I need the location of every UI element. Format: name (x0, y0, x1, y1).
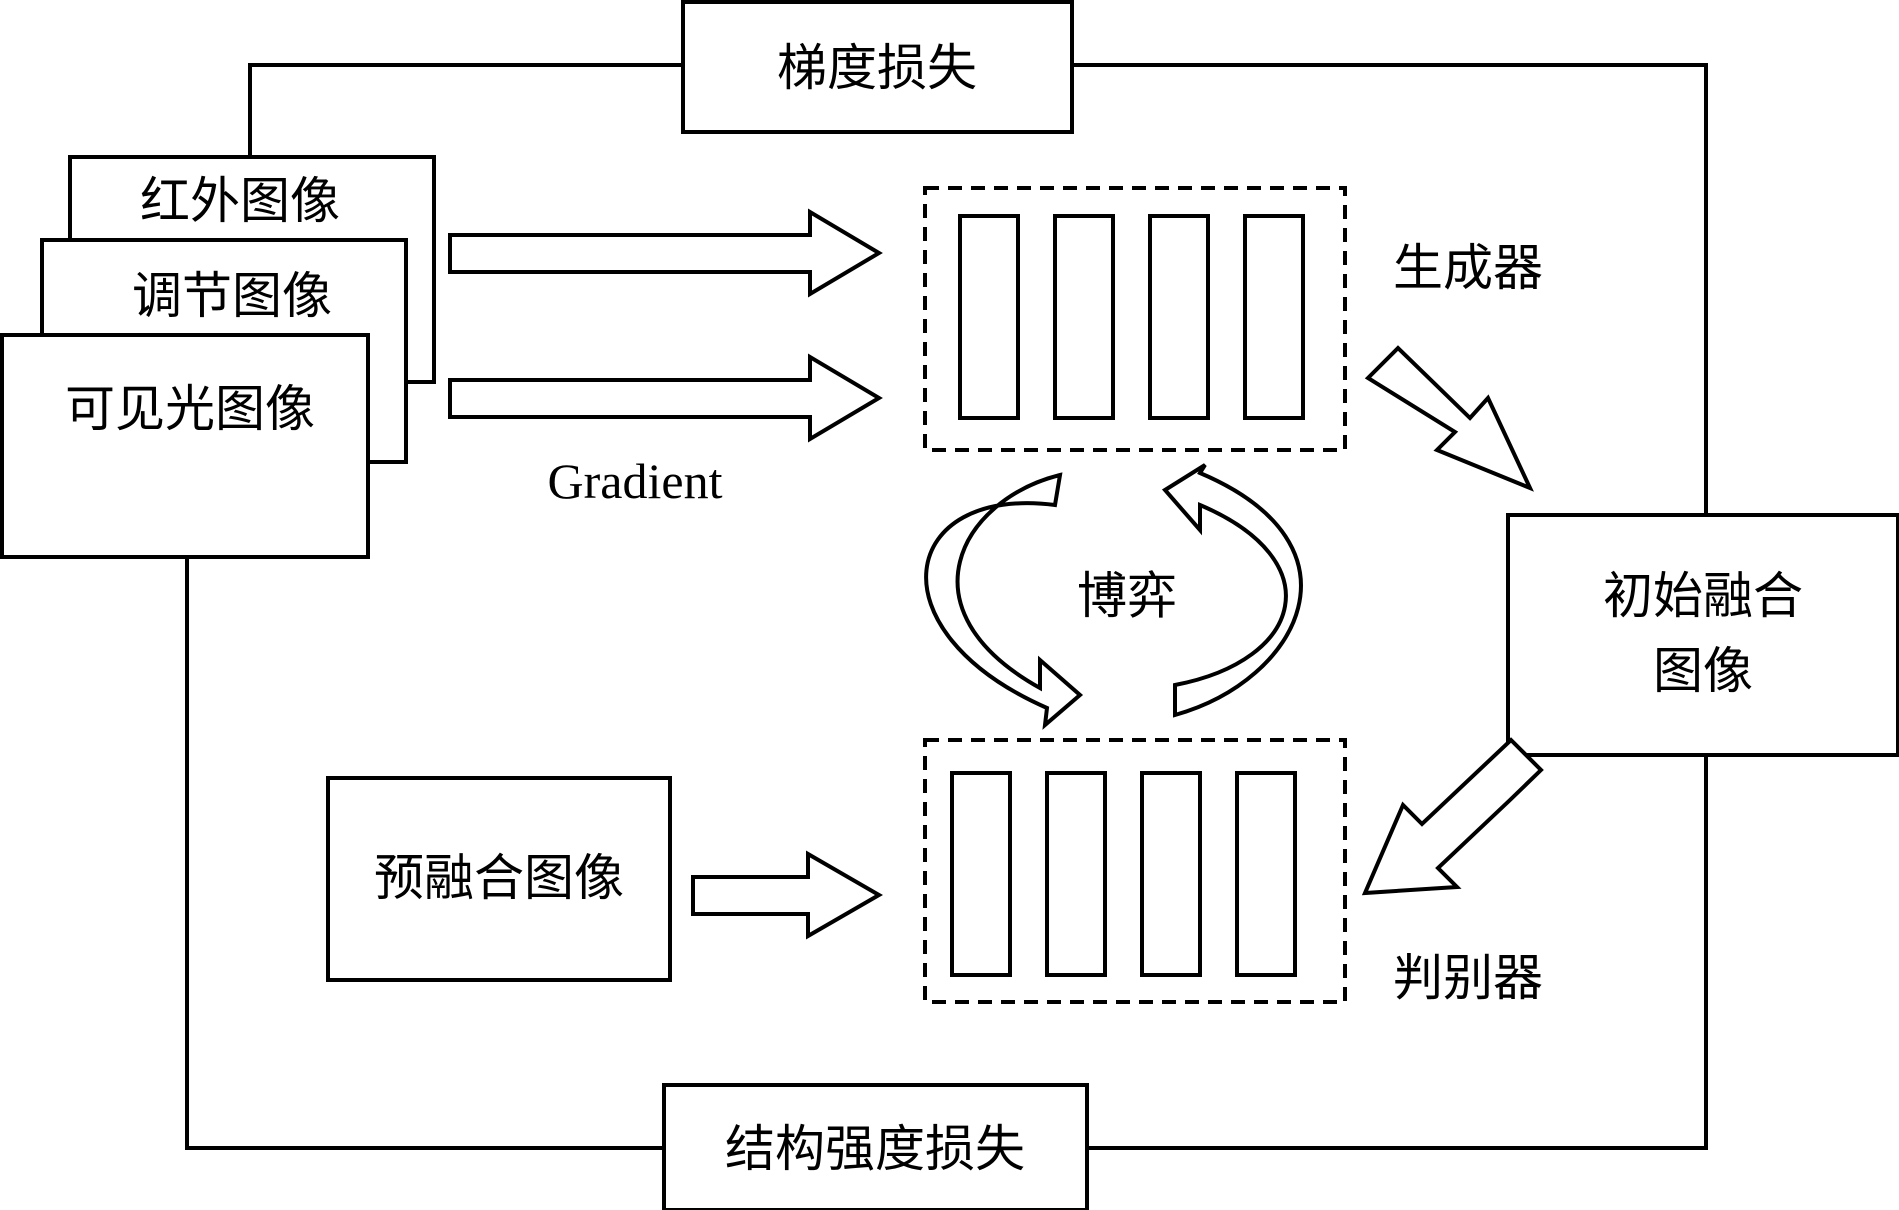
structure-intensity-loss-box: 结构强度损失 (662, 1083, 1089, 1210)
gradient-loss-line-left (248, 63, 683, 195)
game-cycle-arrow-left (924, 472, 1084, 730)
prefused-image-label: 预融合图像 (374, 849, 624, 907)
discriminator-dashed-frame (923, 738, 1347, 1004)
gradient-loss-box: 梯度损失 (681, 0, 1074, 134)
discriminator-layer (950, 771, 1012, 977)
initial-fused-image-label-line1: 初始融合 (1603, 567, 1803, 625)
generator-output-arrow (1364, 345, 1534, 492)
input-arrow-upper (448, 208, 883, 298)
prefused-image-box: 预融合图像 (326, 776, 672, 982)
structure-loss-line-right (1087, 755, 1708, 1150)
structure-loss-line-left (185, 557, 664, 1150)
generator-block (923, 186, 1347, 452)
gradient-loss-label: 梯度损失 (777, 39, 977, 97)
adjusted-image-label: 调节图像 (132, 267, 332, 325)
generator-layer (958, 214, 1020, 420)
gradient-loss-line-right (1072, 63, 1708, 515)
generator-layer (1243, 214, 1305, 420)
game-label: 博弈 (1077, 567, 1177, 625)
prefused-arrow (691, 850, 883, 940)
visible-image-label: 可见光图像 (65, 380, 315, 438)
generator-layer (1053, 214, 1115, 420)
visible-image-card: 可见光图像 (0, 333, 370, 559)
game-cycle-arrow-right (1161, 463, 1303, 718)
generator-label: 生成器 (1393, 239, 1543, 297)
discriminator-block (923, 738, 1347, 1004)
infrared-image-label: 红外图像 (140, 172, 340, 230)
fused-to-discriminator-arrow (1361, 737, 1544, 896)
discriminator-label: 判别器 (1393, 949, 1543, 1007)
initial-fused-image-box: 初始融合 图像 (1506, 513, 1899, 757)
generator-layer (1148, 214, 1210, 420)
discriminator-layer (1235, 771, 1297, 977)
discriminator-layer (1045, 771, 1107, 977)
initial-fused-image-label-line2: 图像 (1653, 642, 1753, 700)
discriminator-layer (1140, 771, 1202, 977)
input-arrow-lower (448, 353, 883, 443)
generator-dashed-frame (923, 186, 1347, 452)
structure-intensity-loss-label: 结构强度损失 (725, 1120, 1025, 1178)
gradient-text: Gradient (548, 453, 723, 509)
